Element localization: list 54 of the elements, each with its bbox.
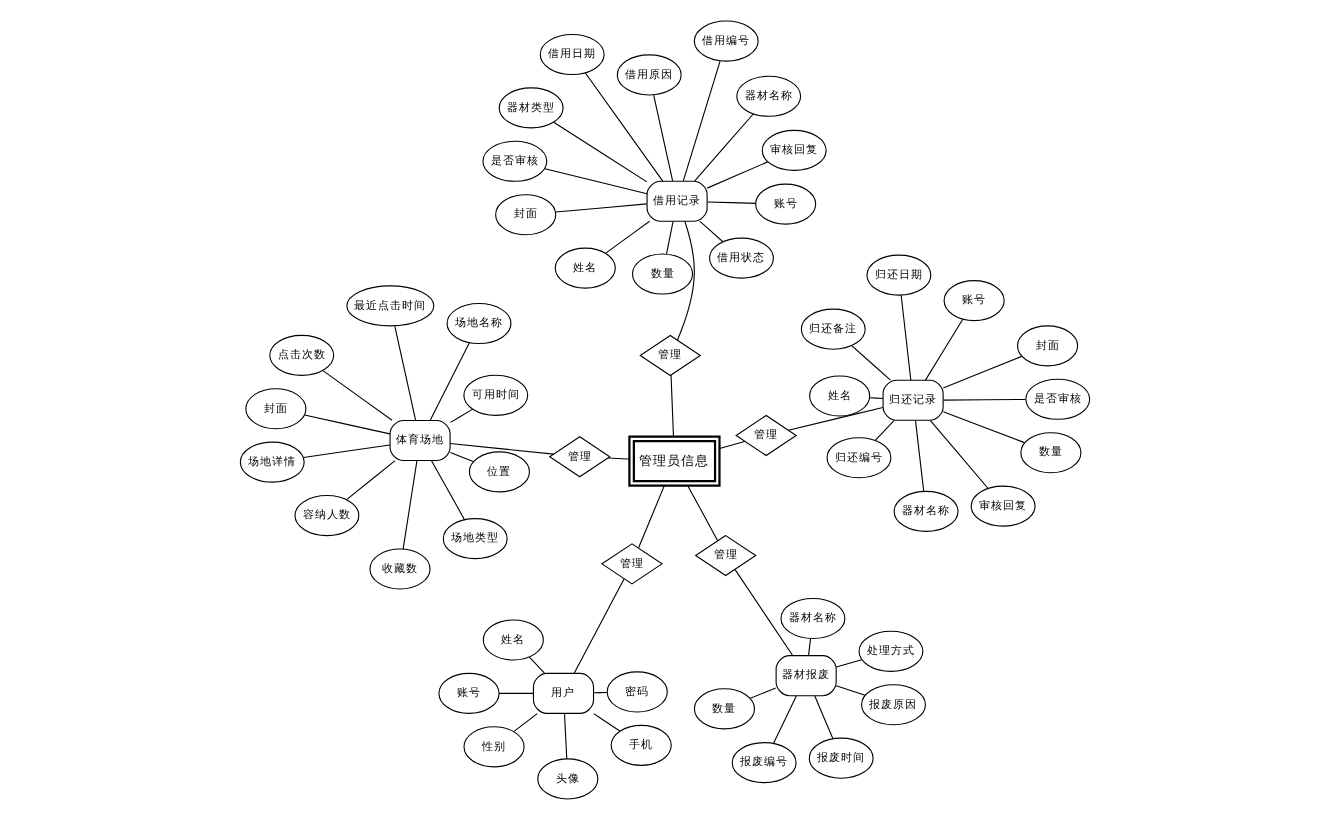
connector bbox=[449, 451, 474, 463]
connector bbox=[653, 94, 674, 182]
connector bbox=[900, 294, 912, 381]
connector bbox=[676, 220, 695, 341]
connector bbox=[302, 444, 391, 459]
connector bbox=[699, 220, 724, 243]
connector bbox=[682, 60, 721, 182]
connector bbox=[924, 318, 964, 381]
connector bbox=[553, 121, 648, 183]
connector bbox=[304, 414, 391, 435]
connector bbox=[706, 201, 757, 204]
connector bbox=[563, 713, 568, 760]
connector bbox=[869, 397, 884, 400]
connector bbox=[734, 569, 794, 656]
connector bbox=[772, 695, 797, 745]
connector bbox=[555, 203, 648, 213]
connector bbox=[605, 220, 651, 254]
connector bbox=[528, 656, 546, 674]
connector bbox=[593, 692, 608, 694]
connector bbox=[607, 457, 630, 460]
connector bbox=[430, 460, 466, 521]
connector bbox=[498, 692, 534, 694]
connector bbox=[914, 420, 925, 492]
connector bbox=[346, 460, 396, 501]
connector bbox=[749, 687, 777, 699]
connector bbox=[687, 485, 719, 542]
connector bbox=[942, 398, 1026, 401]
connector bbox=[573, 578, 625, 674]
connector bbox=[322, 370, 393, 421]
connector bbox=[787, 406, 884, 431]
connector bbox=[706, 161, 769, 189]
connector bbox=[874, 419, 895, 441]
connector bbox=[719, 441, 746, 449]
connector bbox=[851, 345, 891, 381]
connector bbox=[929, 420, 989, 489]
connector bbox=[429, 342, 470, 421]
connector bbox=[694, 113, 754, 182]
connector bbox=[513, 713, 538, 732]
connector bbox=[593, 713, 621, 732]
connector bbox=[835, 685, 866, 696]
connector bbox=[835, 659, 863, 668]
connector bbox=[449, 443, 555, 455]
connector bbox=[670, 374, 675, 438]
connector bbox=[449, 408, 474, 423]
connector bbox=[942, 355, 1023, 389]
connector bbox=[402, 460, 418, 550]
connector bbox=[638, 485, 665, 549]
connector bbox=[942, 411, 1025, 444]
connector bbox=[584, 72, 664, 182]
connector bbox=[666, 220, 674, 255]
connector bbox=[394, 325, 417, 421]
connector bbox=[808, 638, 812, 656]
connector bbox=[544, 168, 648, 195]
connector bbox=[814, 695, 834, 740]
